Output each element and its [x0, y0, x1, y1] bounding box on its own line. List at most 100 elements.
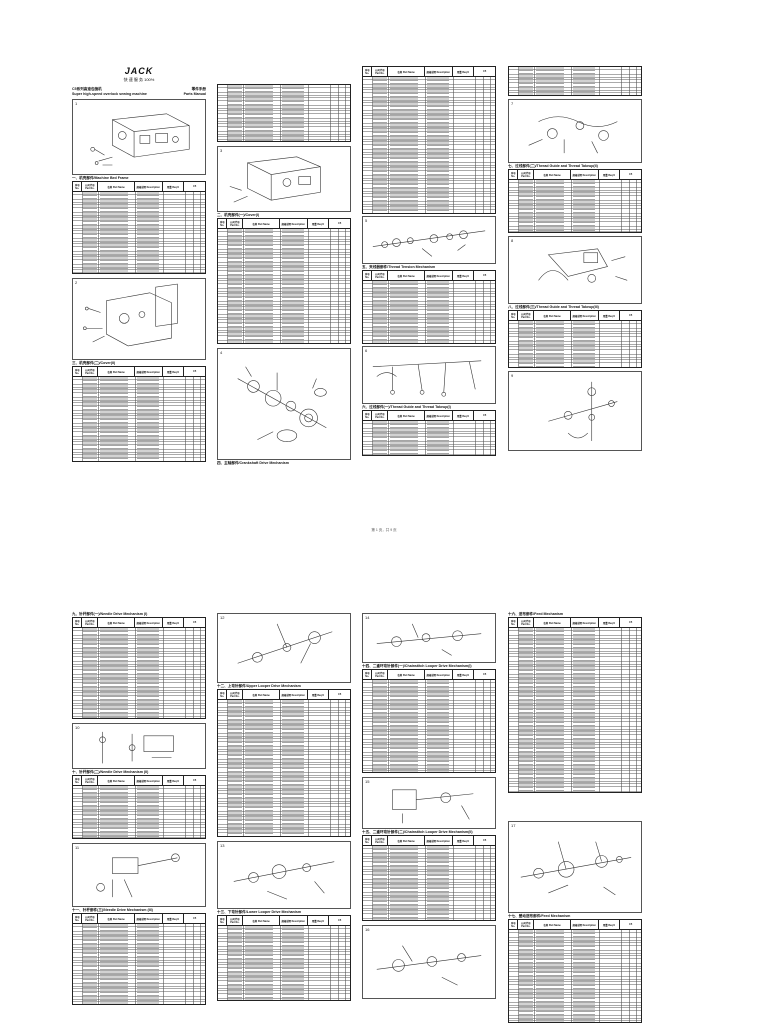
thread-guide-drawing [372, 360, 482, 397]
table-header: 序号 No. 公司代号 Part No. 名称 Part Name 规格说明 D… [363, 836, 495, 846]
title-right-cn: 零件手册 [191, 87, 206, 91]
title-row-en: Super high-speed overlock sewing machine… [72, 92, 206, 96]
section-caption: 十七、差动送布部件/Feed Mechanism [508, 914, 571, 918]
figure-number: 1 [75, 101, 78, 106]
column-3: 序号 No. 公司代号 Part No. 名称 Part Name 规格说明 D… [362, 66, 496, 456]
figure-8: 8 [508, 236, 642, 304]
parts-table-14: 序号 No. 公司代号 Part No. 名称 Part Name 规格说明 D… [362, 669, 496, 773]
table-header: 序号 No. 公司代号 Part No. 名称 Part Name 规格说明 D… [73, 367, 205, 377]
differential-feed-drawing [520, 841, 632, 896]
column-8: 十六、送布部件/Feed Mechanism 序号 No. 公司代号 Part … [508, 611, 642, 1023]
table-header: 序号 No. 公司代号 Part No. 名称 Part Name 规格说明 D… [73, 776, 205, 786]
section-caption: 十二、上弯针部件/Upper Looper Drive Mechanism [217, 684, 301, 688]
lower-looper-drawing [233, 861, 335, 900]
table-header: 序号 No. 公司代号 Part No. 名称 Part Name 规格说明 D… [73, 914, 205, 924]
section-caption: 六、过线部件(一)/Thread Guide and Thread Takeup… [362, 405, 451, 409]
table-header: 序号 No. 公司代号 Part No. 名称 Part Name 规格说明 D… [509, 920, 641, 930]
title-row: C5系列高速包缝机 零件手册 [72, 87, 206, 92]
table-header: 序号 No. 公司代号 Part No. 名称 Part Name 规格说明 D… [218, 690, 350, 700]
parts-table-6: 序号 No. 公司代号 Part No. 名称 Part Name 规格说明 D… [362, 410, 496, 456]
figure-6: 6 [362, 346, 496, 404]
section-caption: 十三、下弯针部件/Lower Looper Drive Mechanism [217, 910, 302, 914]
figure-number: 7 [511, 101, 514, 106]
parts-table-17: 序号 No. 公司代号 Part No. 名称 Part Name 规格说明 D… [508, 919, 642, 1023]
figure-number: 11 [75, 845, 80, 850]
parts-table-16: 序号 No. 公司代号 Part No. 名称 Part Name 规格说明 D… [508, 617, 642, 793]
chainstitch-i-drawing [376, 623, 482, 656]
parts-table-10: 序号 No. 公司代号 Part No. 名称 Part Name 规格说明 D… [72, 775, 206, 839]
figure-number: 6 [365, 348, 368, 353]
table-header: 序号 No. 公司代号 Part No. 名称 Part Name 规格说明 D… [363, 67, 495, 77]
section-caption: 十、针杆部件(二)/Needle Drive Mechanism (II) [72, 770, 149, 774]
column-5: 九、针杆部件(一)/Needle Drive Mechanism (I) 序号 … [72, 611, 206, 1005]
jack-logo: JACK [124, 66, 154, 76]
figure-13: 13 [217, 841, 351, 909]
figure-number: 2 [75, 280, 78, 285]
column-2: 3 二、机壳部件(一)/Cover(I) 序号 No. 公司代号 Part No… [217, 84, 351, 466]
thread-guide-iii-drawing [538, 248, 628, 283]
section-caption: 三、机壳部件(二)/Cover(II) [72, 361, 116, 365]
table-header: 序号 No. 公司代号 Part No. 名称 Part Name 规格说明 D… [218, 916, 350, 926]
parts-table-13: 序号 No. 公司代号 Part No. 名称 Part Name 规格说明 D… [217, 915, 351, 1001]
column-6: 12 十二、上弯针部件/Upper Looper Drive Mechanism… [217, 613, 351, 1001]
parts-table-4: 序号 No. 公司代号 Part No. 名称 Part Name 规格说明 D… [362, 66, 496, 214]
section-caption: 八、过线部件(三)/Thread Guide and Thread Takeup… [508, 305, 599, 309]
slogan: 快 速 服 务 100% [123, 77, 155, 82]
parts-table-8: 序号 No. 公司代号 Part No. 名称 Part Name 规格说明 D… [508, 310, 642, 368]
title-right-en: Parts Manual [183, 92, 206, 96]
column-1: JACK 快 速 服 务 100% C5系列高速包缝机 零件手册 Super h… [72, 66, 206, 462]
parts-table-5: 序号 No. 公司代号 Part No. 名称 Part Name 规格说明 D… [362, 270, 496, 344]
figure-2: 2 [72, 278, 206, 360]
figure-11: 11 [72, 843, 206, 907]
parts-table-12: 序号 No. 公司代号 Part No. 名称 Part Name 规格说明 D… [217, 689, 351, 837]
figure-16: 16 [362, 925, 496, 999]
section-caption: 四、主轴部件/Crankshaft Drive Mechanism [217, 461, 289, 465]
table-rows [73, 192, 205, 273]
feed-drawing [376, 945, 482, 986]
figure-number: 10 [75, 725, 80, 730]
crankshaft-drawing [237, 366, 327, 442]
figure-3: 3 [217, 146, 351, 212]
table-header: 序号 No. 公司代号 Part No. 名称 Part Name 规格说明 D… [509, 618, 641, 628]
needle-drive-preview-drawing [548, 381, 618, 441]
table-header: 序号 No. 公司代号 Part No. 名称 Part Name 规格说明 D… [363, 670, 495, 680]
figure-number: 8 [511, 238, 514, 243]
column-4: 7 七、过线部件(二)/Thread Guide and Thread Take… [508, 66, 642, 451]
page-sheet-1: JACK 快 速 服 务 100% C5系列高速包缝机 零件手册 Super h… [0, 0, 768, 512]
table-header: 序号 No. 公司代号 Part No. 名称 Part Name 规格说明 D… [218, 219, 350, 229]
figure-number: 15 [365, 779, 370, 784]
figure-number: 3 [220, 148, 223, 153]
figure-4: 4 [217, 348, 351, 460]
table-header: 序号 No. 公司代号 Part No. 名称 Part Name 规格说明 D… [509, 170, 641, 180]
section-caption: 十六、送布部件/Feed Mechanism [508, 612, 564, 616]
table-header: 序号 No. 公司代号 Part No. 名称 Part Name 规格说明 D… [363, 271, 495, 281]
figure-9: 9 [508, 371, 642, 451]
parts-table-2: 序号 No. 公司代号 Part No. 名称 Part Name 规格说明 D… [217, 218, 351, 344]
section-caption: 九、针杆部件(一)/Needle Drive Mechanism (I) [72, 612, 148, 616]
thread-guide-ii-drawing [528, 116, 618, 154]
parts-table-9: 序号 No. 公司代号 Part No. 名称 Part Name 规格说明 D… [72, 617, 206, 719]
figure-5: 5 [362, 216, 496, 264]
title-left-cn: C5系列高速包缝机 [72, 87, 102, 91]
figure-14: 14 [362, 613, 496, 663]
figure-7: 7 [508, 99, 642, 163]
section-caption: 七、过线部件(二)/Thread Guide and Thread Takeup… [508, 164, 598, 168]
table-header: 序号 No. 公司代号 Part No. 名称 Part Name 规格说明 D… [509, 311, 641, 321]
parts-table-15: 序号 No. 公司代号 Part No. 名称 Part Name 规格说明 D… [362, 835, 496, 921]
section-caption: 十五、二重环弯针部件(二)/Chainstitch Looper Drive M… [362, 830, 473, 834]
section-caption: 十四、二重环弯针部件(一)/Chainstitch Looper Drive M… [362, 664, 472, 668]
parts-table-1: 序号 No. 公司代号 Part No. 名称 Part Name 规格说明 D… [72, 181, 206, 274]
needle-drive-ii-drawing [99, 731, 174, 764]
needle-drive-iii-drawing [96, 853, 180, 898]
parts-table-6-cont [508, 66, 642, 96]
figure-number: 12 [220, 615, 225, 620]
figure-12: 12 [217, 613, 351, 683]
parts-table-11: 序号 No. 公司代号 Part No. 名称 Part Name 规格说明 D… [72, 913, 206, 1005]
figure-number: 4 [220, 350, 223, 355]
figure-15: 15 [362, 777, 496, 829]
figure-number: 9 [511, 373, 514, 378]
figure-1: 1 [72, 99, 206, 175]
title-left-en: Super high-speed overlock sewing machine [72, 92, 147, 96]
section-caption: 十一、针杆部件(三)/Needle Drive Mechanism (III) [72, 908, 153, 912]
thread-tension-drawing [372, 230, 486, 257]
